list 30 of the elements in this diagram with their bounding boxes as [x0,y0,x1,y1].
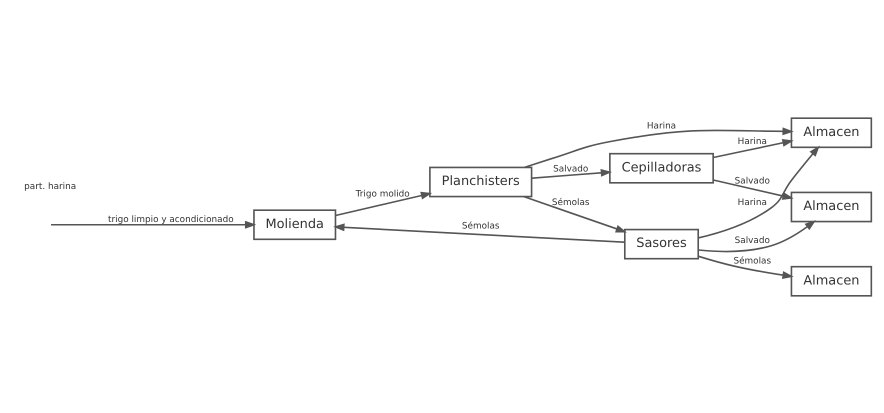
edge-label: Salvado [553,164,588,174]
arrow [523,195,628,232]
edge-label: Sémolas [462,221,500,232]
arrow [51,220,256,228]
arrow [333,222,625,243]
node-box: Almacen [790,116,872,148]
node-box: Almacen [790,191,872,222]
edge-label: Harina [738,136,767,146]
node-box: Molienda [253,208,336,240]
node-box: Planchisters [429,166,532,197]
edge-label: Sémolas [552,198,590,208]
arrow [532,168,612,178]
label: part. harina [24,182,76,192]
edge-label: Sémolas [733,256,772,266]
arrow [698,255,794,278]
edge-label: Salvado [734,236,770,246]
arrow [335,191,432,216]
edge-label: Harina [646,121,676,132]
arrow [713,178,794,200]
edge-label: Harina [738,198,767,208]
edge-label: Salvado [734,176,770,186]
node-box: Sasores [624,228,700,259]
node-box: Almacen [790,265,872,296]
arrow [698,145,820,238]
node-box: Cepilladoras [609,152,714,184]
arrow [524,126,794,168]
edge-label: Trigo molido [356,188,410,199]
arrow [713,138,794,158]
edge-label: trigo limpio y acondicionado [108,214,234,225]
arrow [698,220,816,252]
